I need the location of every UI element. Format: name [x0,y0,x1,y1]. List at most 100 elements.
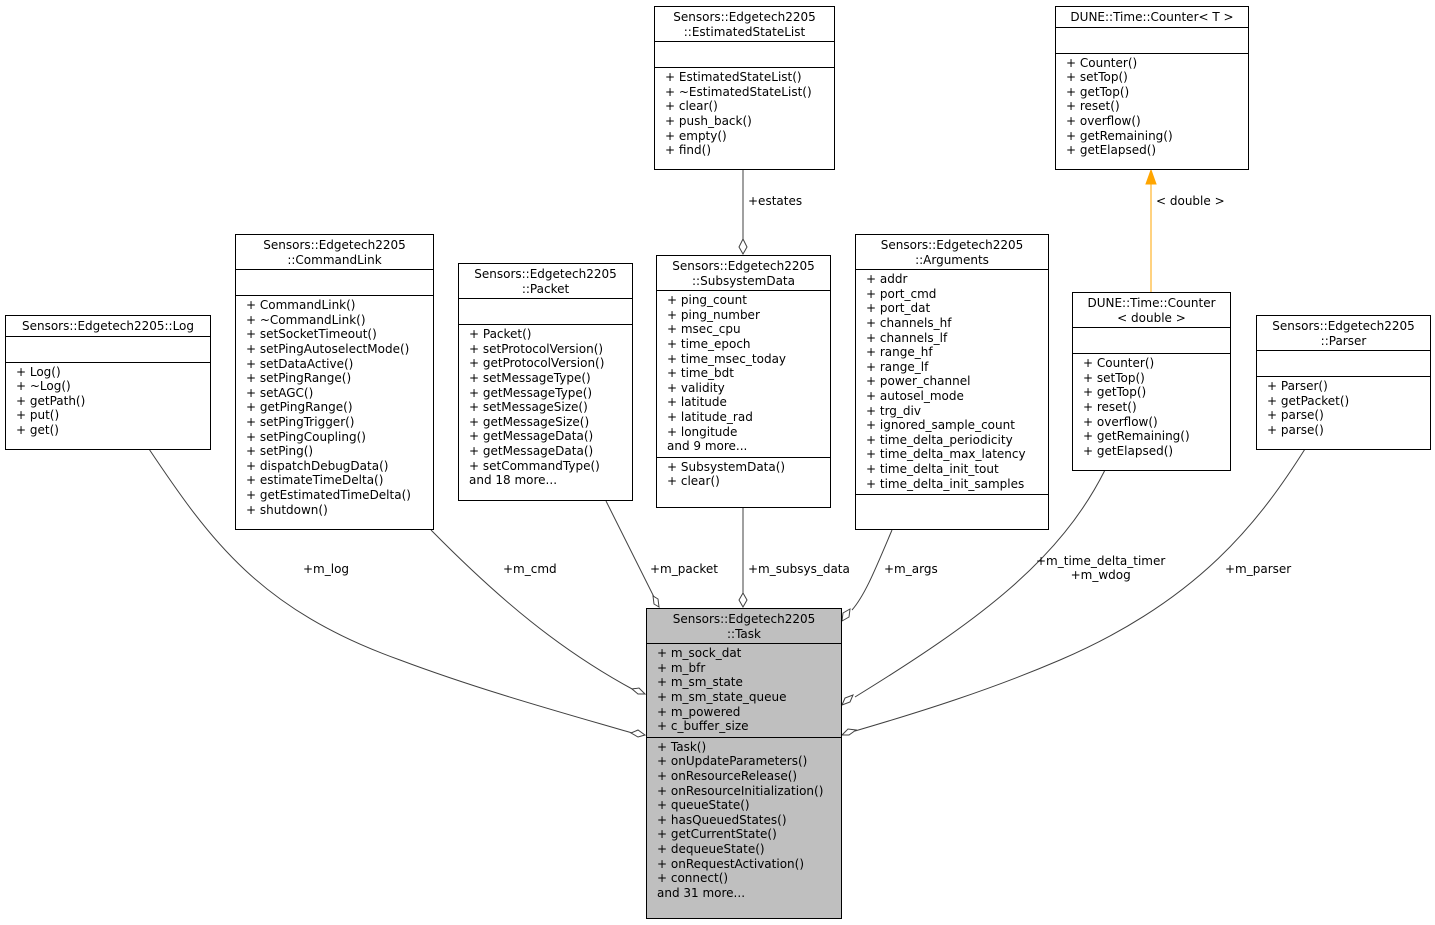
class-packet-attributes [459,298,632,324]
class-estimatedstatelist-title: Sensors::Edgetech2205 ::EstimatedStateLi… [673,10,816,39]
class-packet-methods: + Packet() + setProtocolVersion() + getP… [459,324,632,491]
method: + getTop() [1066,84,1130,99]
method: + getProtocolVersion() [469,356,605,371]
method: + getRemaining() [1066,128,1173,143]
method: + getElapsed() [1083,443,1174,458]
method: + ~CommandLink() [246,312,366,327]
aggregation-diamond-m-args [841,608,851,622]
method: + setSocketTimeout() [246,327,377,342]
edge-label-template: < double > [1156,194,1225,208]
method: + clear() [665,99,718,114]
class-log: Sensors::Edgetech2205::Log + Log() + ~Lo… [5,315,211,450]
method: + setPingAutoselectMode() [246,341,410,356]
edge-label-m-log: +m_log [303,562,350,576]
method: + connect() [657,871,729,886]
class-log-title: Sensors::Edgetech2205::Log [21,319,195,333]
attribute: and 9 more... [667,439,748,454]
method: + parse() [1267,408,1324,423]
attribute: + range_hf [866,345,933,360]
method: + getMessageData() [469,429,594,444]
method: + onUpdateParameters() [657,754,808,769]
class-task: Sensors::Edgetech2205 ::Task + m_sock_da… [646,608,842,919]
class-subsystemdata-attributes: + ping_count + ping_number + msec_cpu + … [657,290,830,457]
method: + reset() [1066,99,1120,114]
class-arguments-methods [856,494,1048,520]
attribute: + ping_count [667,293,747,308]
attribute: + m_sock_dat [657,646,742,661]
attribute: + trg_div [866,403,921,418]
attribute: + port_cmd [866,286,937,301]
method: + dequeueState() [657,841,765,856]
attribute: + time_delta_periodicity [866,432,1013,447]
method: + setAGC() [246,385,314,400]
edge-label-m-subsys-data: +m_subsys_data [748,562,850,576]
attribute: + range_lf [866,359,929,374]
method: + setMessageType() [469,370,591,385]
method: + setPingTrigger() [246,414,355,429]
class-estimatedstatelist-methods: + EstimatedStateList() + ~EstimatedState… [655,67,834,161]
class-counter-double-attributes [1073,327,1230,353]
attribute: + addr [866,272,908,287]
class-commandlink-attributes [236,269,433,295]
method: + Log() [16,364,61,379]
method: + SubsystemData() [667,459,786,474]
class-counter-template-attributes [1056,26,1248,53]
method: + Task() [657,739,707,754]
method: + find() [665,143,712,158]
method: + getElapsed() [1066,143,1157,158]
method: + setPingRange() [246,371,352,386]
method: + getPath() [16,393,86,408]
method: + shutdown() [246,502,328,517]
class-counter-template-title: DUNE::Time::Counter< T > [1070,10,1234,24]
attribute: + latitude_rad [667,409,753,424]
method: + getPacket() [1267,393,1350,408]
edge-label-m-cmd: +m_cmd [503,562,557,576]
edge-label-estates: +estates [748,194,803,208]
attribute: + port_dat [866,301,931,316]
attribute: + time_msec_today [667,351,787,366]
class-task-title: Sensors::Edgetech2205 ::Task [672,612,816,641]
method: + setTop() [1083,370,1145,385]
edge-m-timers [854,469,1106,698]
method: + get() [16,422,59,437]
class-task-attributes: + m_sock_dat + m_bfr + m_sm_state + m_sm… [647,643,841,737]
method: + getEstimatedTimeDelta() [246,487,411,502]
attribute: + m_sm_state [657,675,743,690]
edge-label-m-packet: +m_packet [650,562,718,576]
attribute: + m_bfr [657,660,706,675]
method: + Counter() [1066,55,1138,70]
class-task-methods: + Task() + onUpdateParameters() + onReso… [647,736,841,904]
method: + setPing() [246,444,314,459]
method: + ~Log() [16,379,71,394]
method: + empty() [665,128,727,143]
attribute: + msec_cpu [667,322,741,337]
class-commandlink: Sensors::Edgetech2205 ::CommandLink + Co… [235,234,434,530]
class-estimatedstatelist: Sensors::Edgetech2205 ::EstimatedStateLi… [654,6,835,170]
method: + getRemaining() [1083,429,1190,444]
class-log-attributes [6,335,210,362]
class-arguments: Sensors::Edgetech2205 ::Arguments + addr… [855,234,1049,530]
class-subsystemdata: Sensors::Edgetech2205 ::SubsystemData + … [656,255,831,508]
method: + getTop() [1083,385,1147,400]
attribute: + time_delta_init_samples [866,476,1025,491]
edge-m-log [148,448,633,734]
method: + EstimatedStateList() [665,70,802,85]
method: + getMessageSize() [469,414,590,429]
attribute: + autosel_mode [866,388,964,403]
class-parser-title: Sensors::Edgetech2205 ::Parser [1272,319,1415,348]
method: + overflow() [1066,113,1141,128]
method: + getMessageData() [469,443,594,458]
class-subsystemdata-title: Sensors::Edgetech2205 ::SubsystemData [672,259,815,288]
class-counter-template-methods: + Counter() + setTop() + getTop() + rese… [1056,52,1248,161]
attribute: + power_channel [866,374,971,389]
class-counter-template: DUNE::Time::Counter< T > + Counter() + s… [1055,6,1249,170]
method: + setProtocolVersion() [469,341,604,356]
class-commandlink-methods: + CommandLink() + ~CommandLink() + setSo… [236,295,433,520]
method: + setCommandType() [469,458,600,473]
method: + ~EstimatedStateList() [665,84,812,99]
method: + estimateTimeDelta() [246,473,384,488]
method: + CommandLink() [246,298,356,313]
method: + parse() [1267,422,1324,437]
class-parser-attributes [1257,350,1430,376]
